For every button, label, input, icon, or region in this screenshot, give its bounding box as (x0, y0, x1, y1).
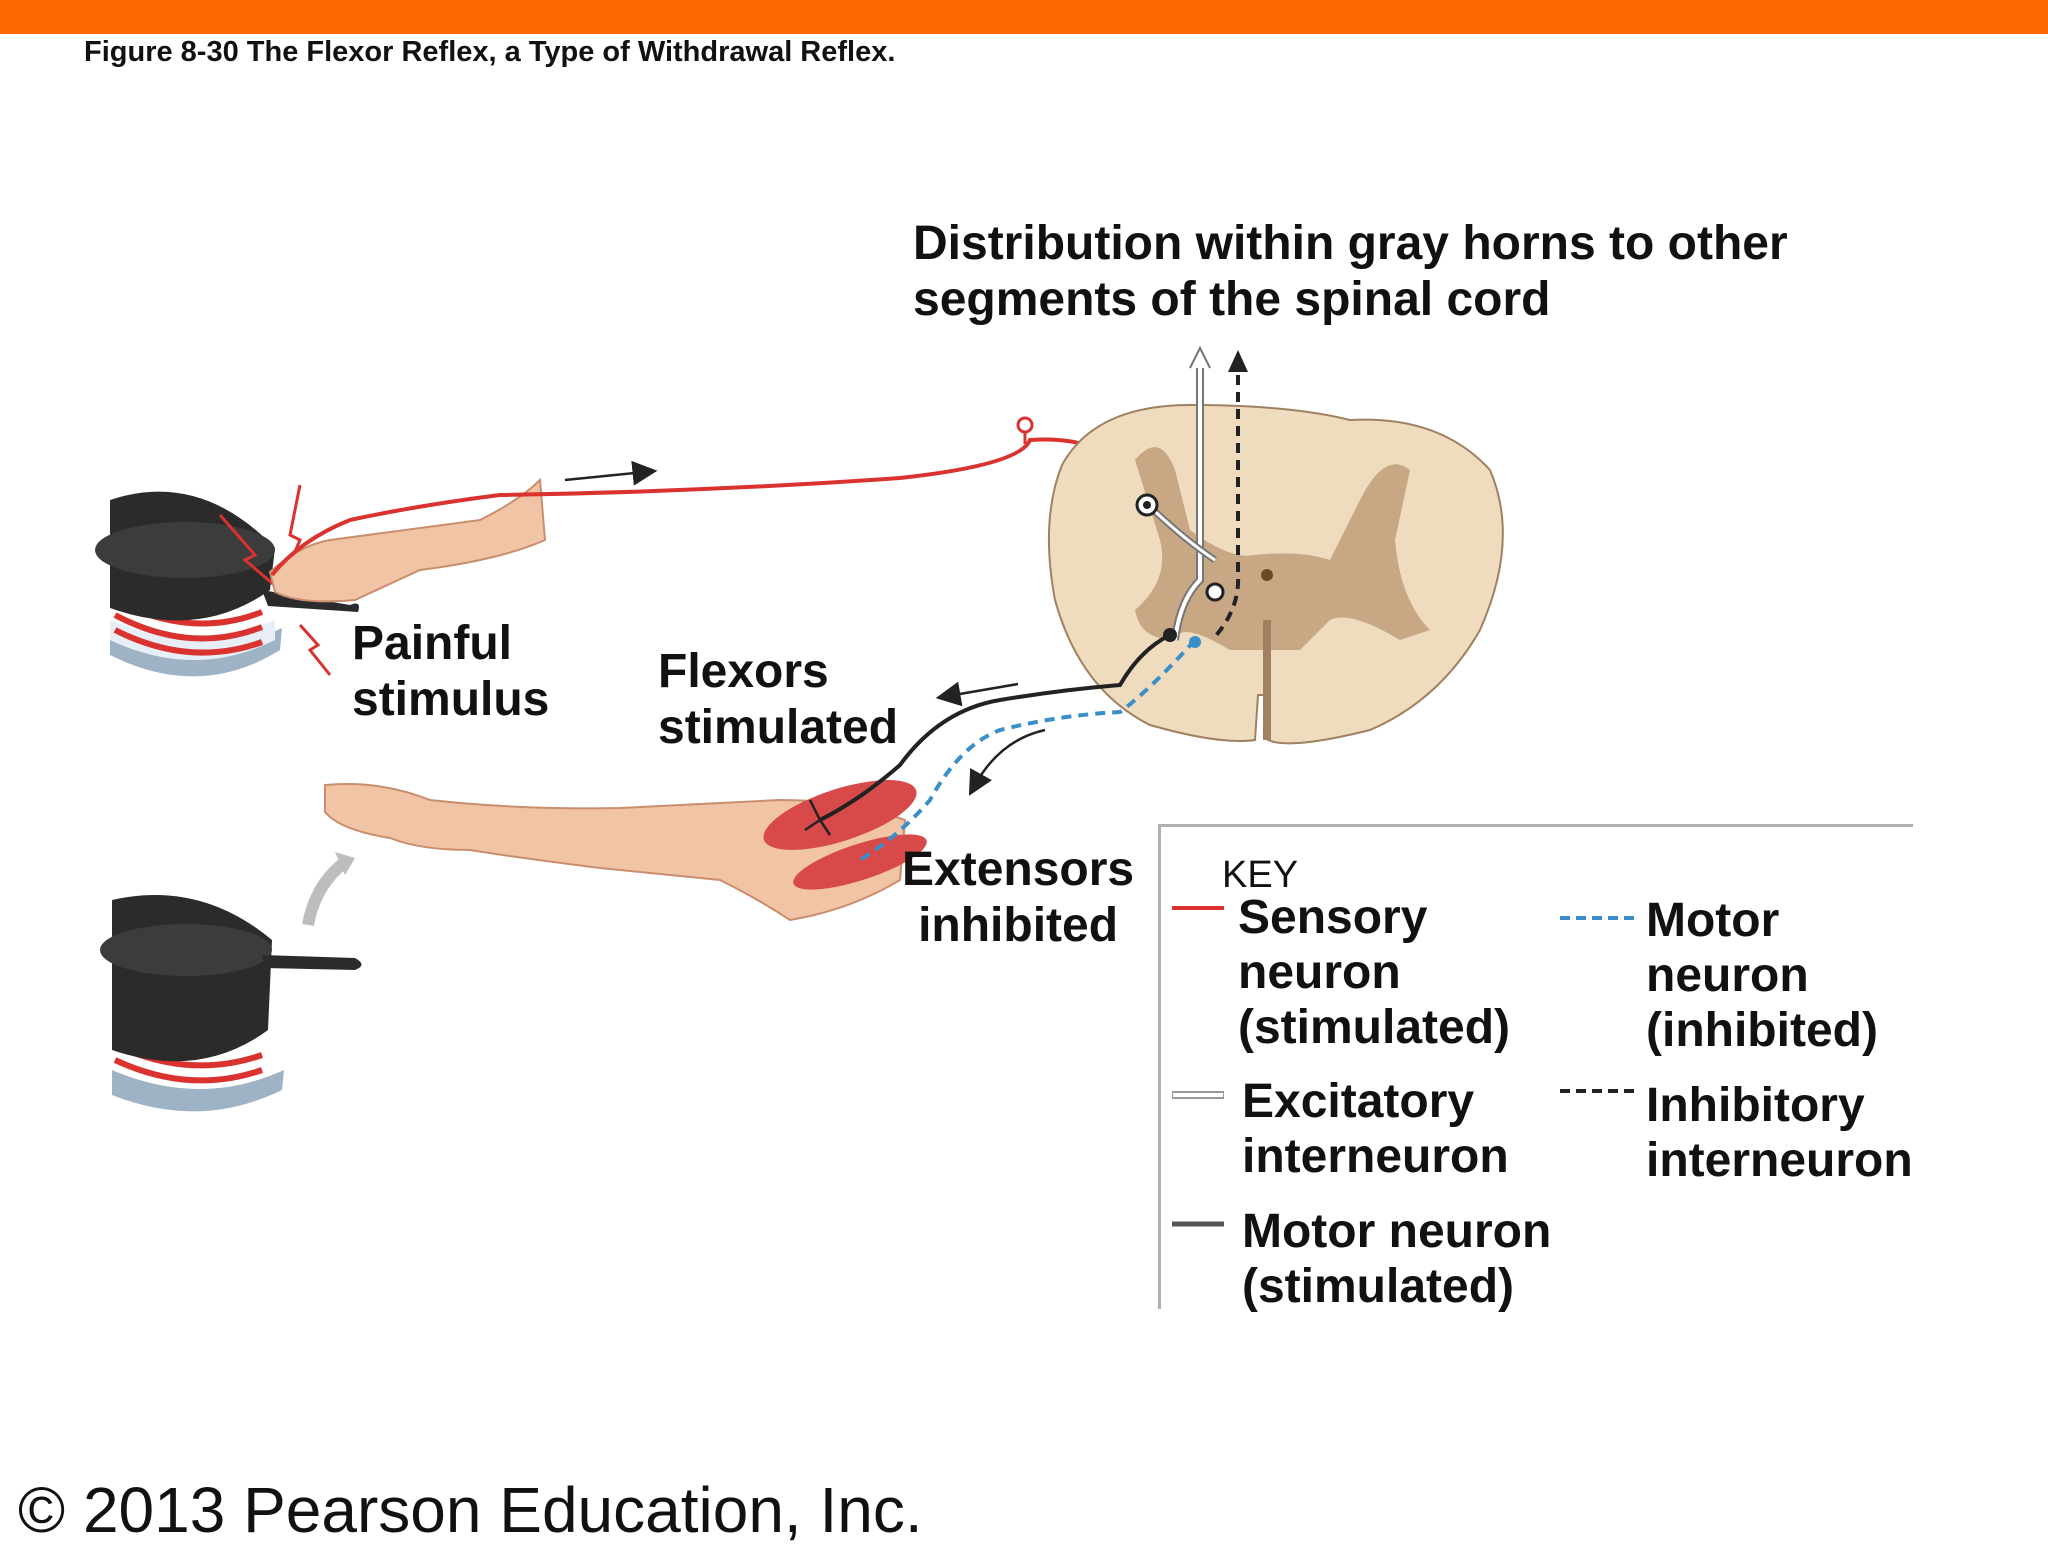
distribution-label: Distribution within gray horns to other … (913, 217, 1788, 326)
extensor-muscle (793, 834, 927, 890)
header-accent-bar (0, 0, 2048, 34)
key-swatch-inhibitory (1560, 1089, 1634, 1093)
key-item-motor-stimulated: Motor neuron(stimulated) (1242, 1205, 1552, 1313)
key-swatch-excitatory (1172, 1091, 1224, 1099)
painful-stimulus-label: Painful stimulus (352, 617, 550, 726)
key-swatch-motor-inhibited (1560, 916, 1634, 920)
inhibitory-interneuron-path (1210, 358, 1241, 642)
flexors-stimulated-label: Flexors stimulated (658, 645, 899, 754)
withdraw-arrow-icon (302, 857, 349, 927)
motor-neuron-inhibited-path (858, 638, 1197, 862)
flexor-muscle (763, 780, 917, 850)
key-title: KEY (1222, 854, 1299, 896)
key-swatch-sensory (1172, 906, 1224, 910)
lower-arm (324, 783, 907, 922)
spinal-cord-cross-section (1047, 403, 1504, 745)
key-swatch-motor-stimulated (1172, 1221, 1224, 1227)
upper-arm (268, 477, 547, 603)
figure-caption: Figure 8-30 The Flexor Reflex, a Type of… (84, 36, 896, 68)
key-panel (1158, 824, 1913, 1309)
upper-pan-icon (95, 491, 359, 677)
extensors-inhibited-label: Extensors inhibited (902, 843, 1135, 952)
copyright-notice: © 2013 Pearson Education, Inc. (18, 1474, 923, 1546)
lower-pan-icon (100, 895, 362, 1112)
motor-neuron-stimulated-path (819, 633, 1171, 822)
